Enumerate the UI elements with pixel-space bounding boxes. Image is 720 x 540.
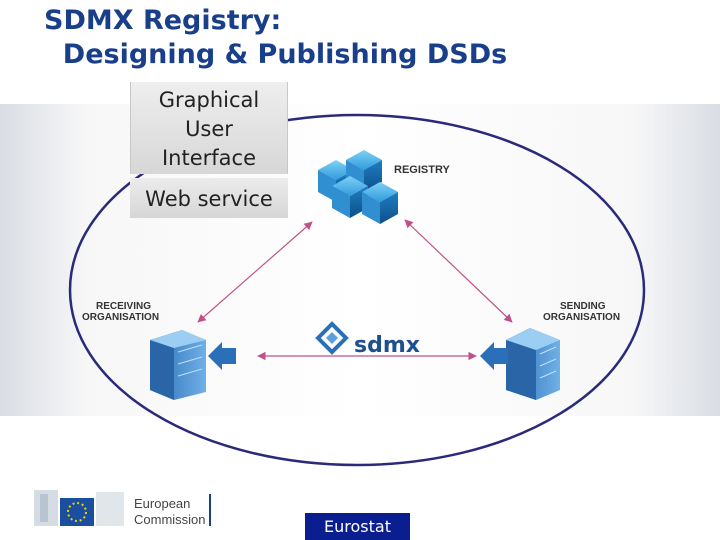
network-ellipse [68, 113, 646, 467]
sdmx-logo-text: sdmx [354, 333, 420, 358]
gui-label-line-2: User [185, 117, 233, 141]
slide-title: SDMX Registry: Designing & Publishing DS… [44, 4, 507, 72]
registry-to-sending-arrow [404, 219, 513, 323]
sending-outbound-arrow-icon [480, 342, 508, 370]
title-line-2: Designing & Publishing DSDs [44, 39, 508, 70]
web-service-label: Web service [145, 187, 273, 211]
receiving-inbound-arrow-icon [208, 342, 236, 370]
registry-to-receiving-arrow [197, 221, 313, 323]
receiving-label-line-1: RECEIVING [96, 301, 151, 312]
gui-label-line-3: Interface [161, 146, 257, 170]
eurostat-badge: Eurostat [305, 513, 410, 540]
gui-label-line-1: Graphical [158, 88, 260, 112]
sending-building-icon [506, 328, 560, 400]
ec-name-line-2: Commission [134, 512, 206, 527]
european-commission-logo [34, 490, 211, 526]
eurostat-label: Eurostat [324, 517, 391, 536]
sending-label-line-2: ORGANISATION [543, 312, 620, 323]
receiving-building-icon [150, 330, 206, 400]
registry-label: REGISTRY [394, 164, 450, 176]
ec-name-line-1: European [134, 496, 190, 511]
title-line-1: SDMX Registry: [44, 5, 282, 36]
registry-cubes-icon [318, 150, 398, 224]
web-service-box: Web service [130, 178, 288, 218]
eu-flag-icon [60, 498, 94, 526]
sdmx-logo-icon [315, 321, 349, 355]
sending-label-line-1: SENDING [560, 301, 606, 312]
graphical-user-interface-box: Graphical User Interface [130, 82, 288, 174]
receiving-label-line-2: ORGANISATION [82, 312, 159, 323]
